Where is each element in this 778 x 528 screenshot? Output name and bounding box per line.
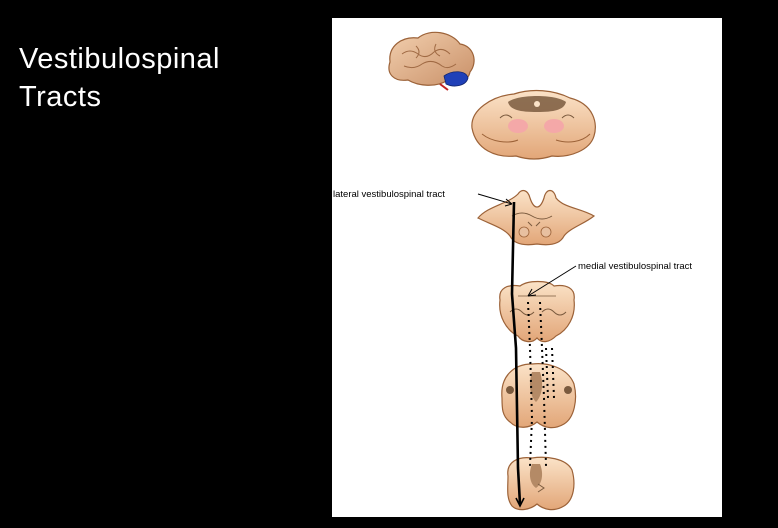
slide-title: Vestibulospinal Tracts xyxy=(19,40,309,116)
brain-icon xyxy=(388,31,475,91)
diagram-canvas: lateral vestibulospinal tract medial ves… xyxy=(333,31,692,511)
lateral-tract-label: lateral vestibulospinal tract xyxy=(333,189,445,200)
midbrain-section xyxy=(471,89,596,160)
lateral-tract-callout: lateral vestibulospinal tract xyxy=(333,189,513,207)
slide-title-line-2: Tracts xyxy=(19,81,102,113)
cervical-cord-section xyxy=(501,363,577,429)
slide-title-line-1: Vestibulospinal xyxy=(19,43,220,75)
medulla-section xyxy=(499,280,575,343)
medial-tract-callout: medial vestibulospinal tract xyxy=(527,261,692,297)
medial-tract-label: medial vestibulospinal tract xyxy=(578,261,692,272)
medial-tract-pathway xyxy=(527,301,555,467)
vestibulospinal-diagram: lateral vestibulospinal tract medial ves… xyxy=(332,18,722,517)
lower-cord-section xyxy=(507,456,575,511)
lateral-tract-pathway xyxy=(510,201,525,508)
pons-section xyxy=(477,189,596,246)
